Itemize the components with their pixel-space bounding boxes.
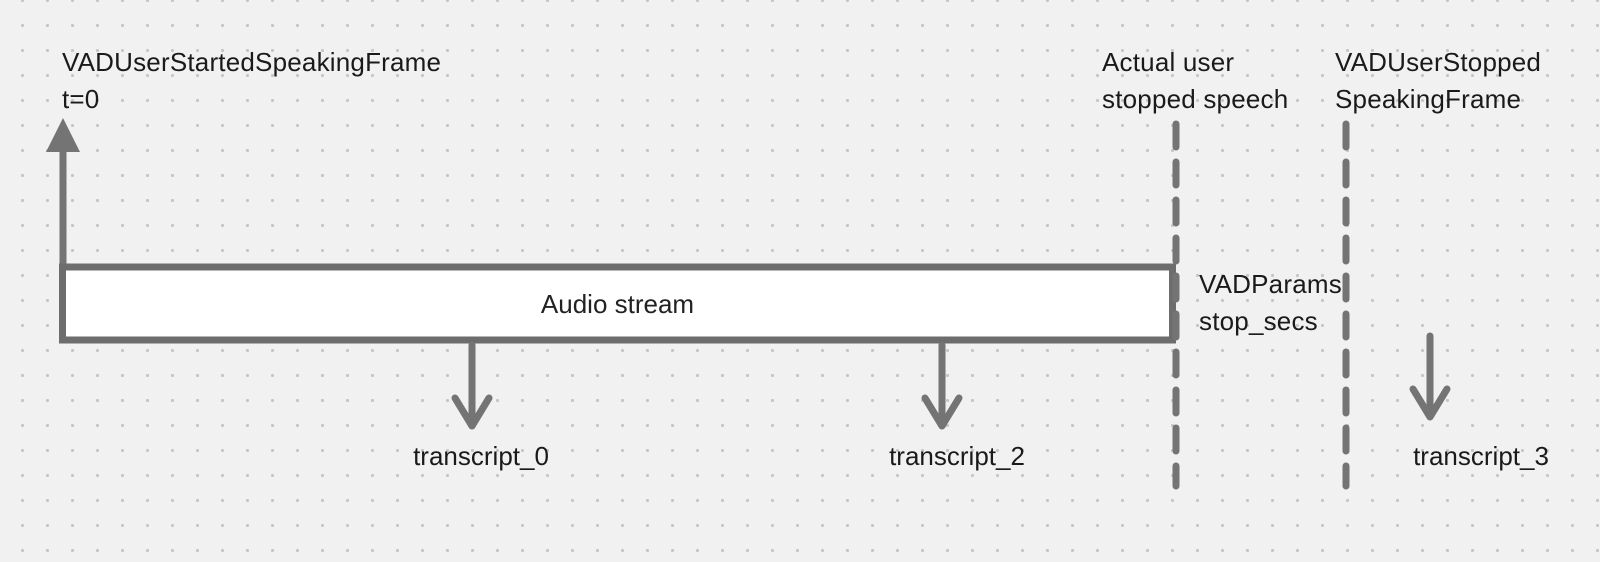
transcript-3-label: transcript_3 — [1413, 441, 1549, 471]
start-event-label: VADUserStartedSpeakingFrame t=0 — [62, 44, 441, 118]
transcript-2-label: transcript_2 — [889, 441, 1025, 471]
start-event-frame-name: VADUserStartedSpeakingFrame — [62, 47, 442, 77]
start-event-time: t=0 — [62, 84, 100, 114]
transcript-0-label: transcript_0 — [413, 441, 549, 471]
actual-stop-label-line2: stopped speech — [1102, 84, 1289, 114]
actual-stop-label-line1: Actual user — [1102, 47, 1235, 77]
vad-params-label: VADParams stop_secs — [1199, 266, 1342, 340]
transcript-2-down-arrow-icon — [921, 341, 963, 430]
actual-stop-label: Actual user stopped speech — [1102, 44, 1288, 118]
vad-stop-label-line2: SpeakingFrame — [1335, 84, 1522, 114]
audio-stream-label: Audio stream — [540, 288, 695, 319]
transcript-3-down-arrow-icon — [1409, 332, 1451, 421]
vad-stop-label: VADUserStopped SpeakingFrame — [1335, 44, 1541, 118]
vad-params-label-line1: VADParams — [1199, 269, 1342, 299]
vad-stop-label-line1: VADUserStopped — [1335, 47, 1542, 77]
vad-params-label-line2: stop_secs — [1199, 306, 1318, 336]
audio-stream-box — [59, 263, 1176, 344]
transcript-0-down-arrow-icon — [451, 341, 493, 430]
